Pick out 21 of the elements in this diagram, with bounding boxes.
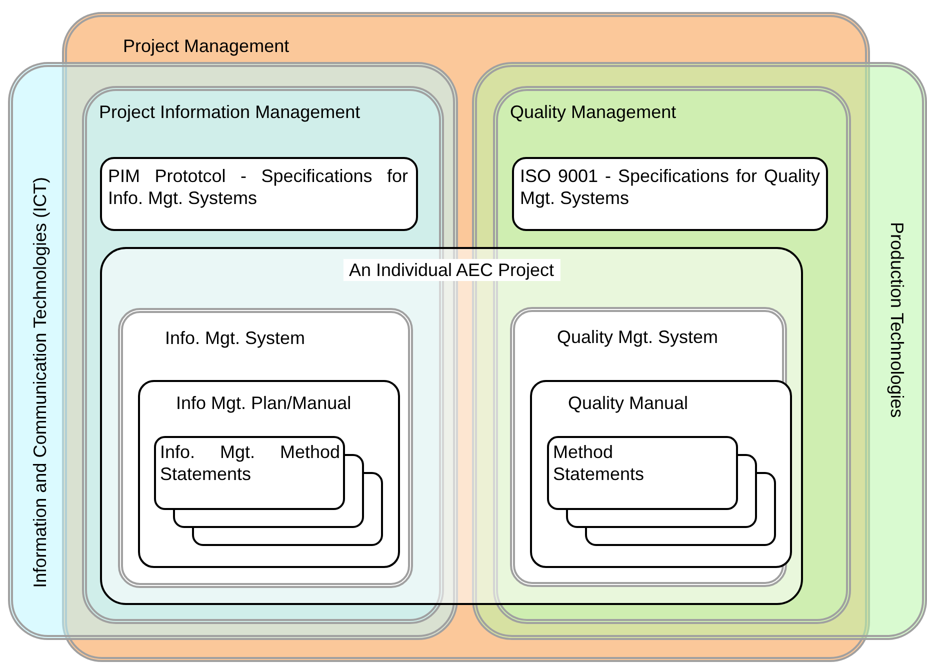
panel-title: Quality Manual [568, 392, 688, 414]
document-stack [547, 436, 777, 547]
panel-title: Info Mgt. Plan/Manual [176, 392, 352, 414]
spec-text: PIM Prototcol - Specifications for Info. Mgt. Systems [108, 165, 408, 209]
vertical-title: Information and Communication Technologies (ICT) [29, 177, 51, 588]
spec-box [512, 157, 828, 231]
panel-title: Quality Mgt. System [557, 326, 718, 348]
panel-title: An Individual AEC Project [342, 259, 560, 281]
document-label: Method Statements [553, 441, 646, 485]
document-label: Info. Mgt. Method Statements [160, 441, 340, 485]
spec-text: ISO 9001 - Specifications for Quality Mgt. Systems [520, 165, 820, 209]
spec-box [100, 157, 418, 231]
panel-title: Project Management [123, 35, 290, 57]
panel-title: Project Information Management [99, 101, 360, 123]
panel-title: Quality Management [510, 101, 676, 123]
panel-title: Info. Mgt. System [165, 327, 306, 349]
manual-box [530, 380, 792, 568]
vertical-title: Production Technologies [886, 222, 908, 418]
system-panel [118, 308, 413, 588]
manual-box [138, 380, 400, 568]
document-stack [154, 436, 384, 547]
